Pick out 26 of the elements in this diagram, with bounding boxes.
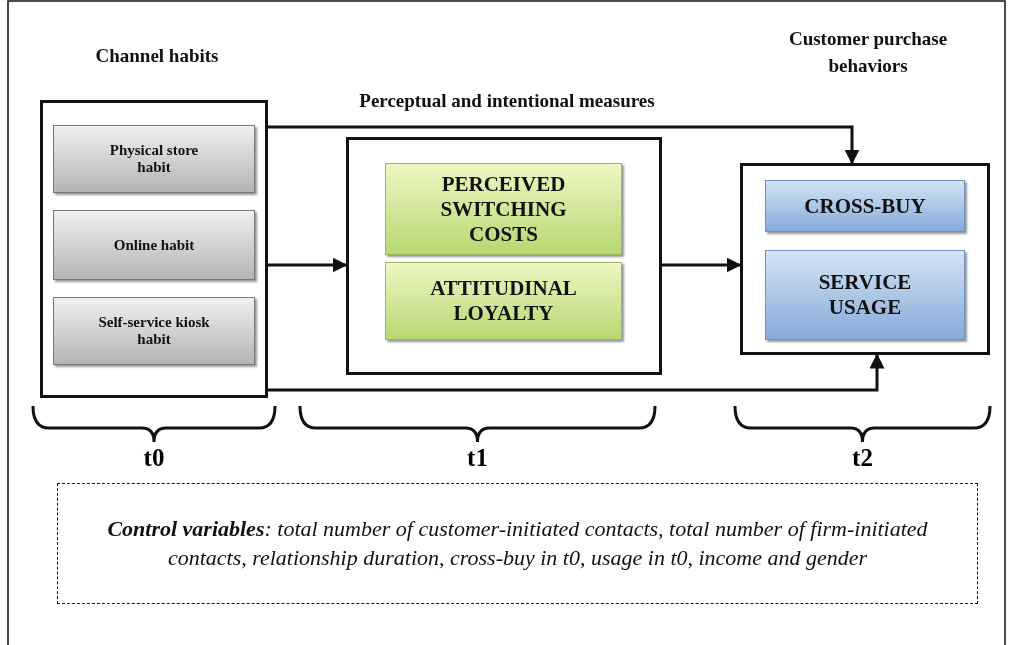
- arrow: [662, 257, 742, 273]
- habit-box: [53, 210, 255, 280]
- measure-box: [385, 262, 622, 340]
- behavior-box: [765, 250, 965, 340]
- box-label: Online habit: [113, 236, 195, 254]
- box-label: CROSS-BUY: [804, 193, 926, 219]
- habit-box: [53, 125, 255, 193]
- time-label: t0: [143, 444, 165, 472]
- box-label: PERCEIVED SWITCHING COSTS: [439, 171, 568, 247]
- box-label: Self-service kiosk habit: [97, 314, 211, 348]
- group-heading: Perceptual and intentional measures: [358, 89, 656, 113]
- behavior-box: [765, 180, 965, 232]
- box-label: ATTITUDINAL LOYALTY: [429, 276, 578, 326]
- habit-box: [53, 297, 255, 365]
- time-label: t2: [852, 444, 873, 472]
- measure-box: [385, 163, 622, 255]
- time-label: t1: [467, 444, 488, 472]
- control-variables-box: [57, 483, 978, 604]
- note-text: Control variables: total number of customer-initiated contacts, total number of firm-initiated contacts, relationship duration, cross-buy in t0, usage in t0, income and gender: [106, 514, 929, 572]
- arrow: [268, 353, 885, 392]
- group-heading: Channel habits: [94, 44, 220, 68]
- group-heading: Customer purchase behaviors: [787, 27, 949, 78]
- arrow: [268, 125, 860, 165]
- box-label: SERVICE USAGE: [817, 270, 913, 320]
- box-label: Physical store habit: [108, 142, 200, 176]
- arrow: [268, 257, 348, 273]
